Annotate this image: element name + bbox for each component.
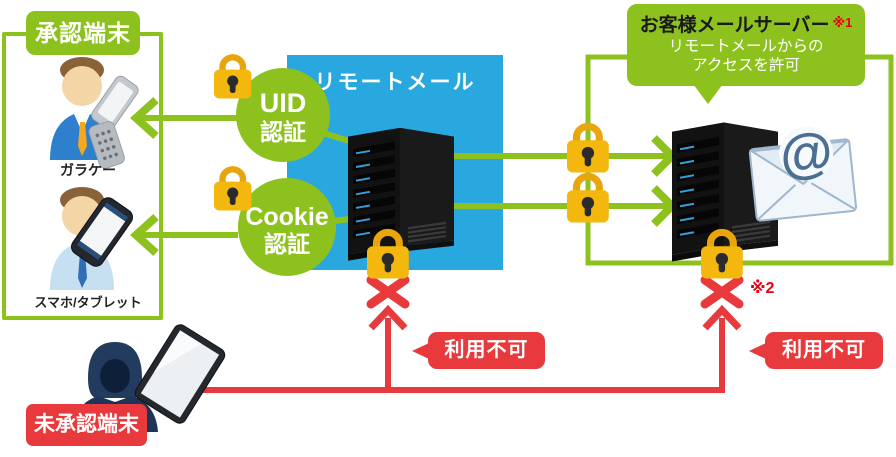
customer-mail-server-bubble: お客様メールサーバー※1 リモートメールからの アクセスを許可 — [627, 4, 865, 104]
uid-auth-badge: UID 認証 — [236, 68, 330, 162]
red-arrowhead-middle — [368, 304, 408, 331]
uid-auth-label-1: UID — [260, 88, 307, 118]
garake-label: ガラケー — [60, 162, 116, 178]
approved-devices-title: 承認端末 — [26, 11, 140, 55]
blocked-bubble-customer: 利用不可 — [749, 332, 883, 369]
cookie-lock-icon — [214, 169, 251, 210]
red-line-unapproved — [196, 318, 725, 393]
red-arrowhead-right — [702, 304, 742, 331]
customer-server-subtitle-2: アクセスを許可 — [692, 57, 800, 75]
email-envelope-icon: @ — [748, 121, 858, 222]
sumaho-tablet-label: スマホ/タブレット — [34, 295, 142, 310]
uid-lock-icon — [214, 57, 251, 98]
customer-server-subtitle-1: リモートメールからの — [668, 38, 824, 55]
footnote-2: ※2 — [750, 280, 775, 297]
feature-phone-icon — [88, 75, 139, 169]
red-connections — [196, 304, 742, 393]
green-arrowhead-sumaho — [130, 214, 159, 256]
tablet-icon — [134, 324, 226, 424]
smartphone-icon — [70, 197, 134, 267]
customer-mail-server-title: お客様メールサーバー※1 — [639, 15, 853, 36]
blocked-x-marks — [366, 275, 744, 309]
cookie-auth-badge: Cookie 認証 — [238, 178, 336, 276]
green-arrowhead-garake — [130, 97, 159, 139]
unapproved-devices-title: 未承認端末 — [26, 404, 147, 446]
footnote-1: ※1 — [832, 15, 853, 30]
blocked-bubble-remote: 利用不可 — [412, 332, 545, 369]
smartphone-user-icon — [50, 187, 134, 290]
uid-auth-label-2: 認証 — [260, 119, 306, 145]
cookie-auth-label-2: 認証 — [264, 231, 310, 257]
cookie-auth-label-1: Cookie — [245, 203, 328, 231]
at-mark: @ — [777, 121, 836, 186]
remote-mail-title: リモートメール — [314, 71, 476, 94]
garake-user-icon — [50, 57, 139, 169]
